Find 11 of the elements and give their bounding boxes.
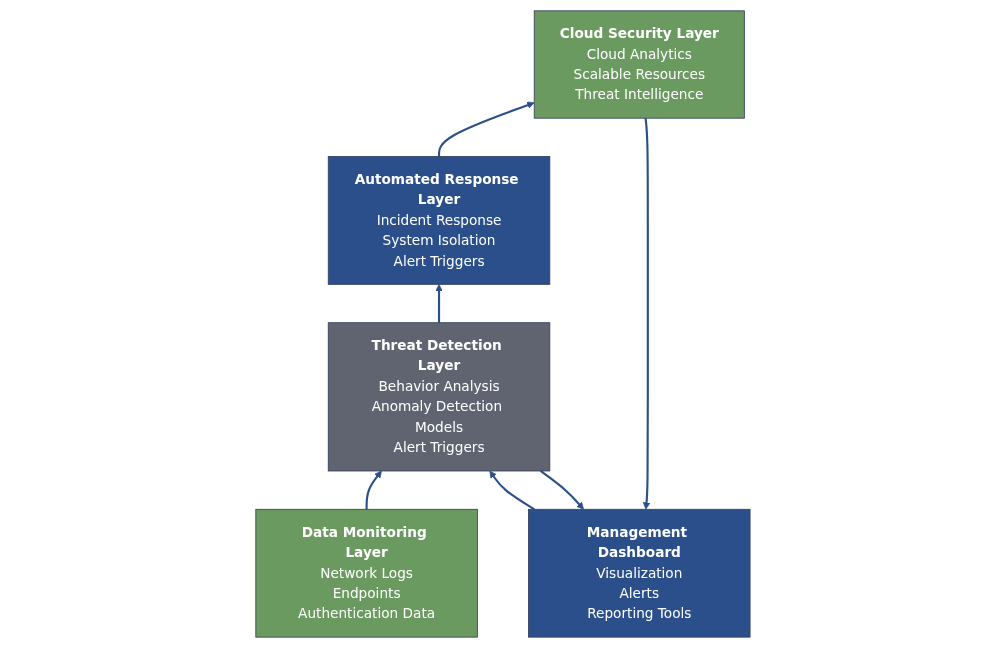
arrow xyxy=(434,284,443,323)
node-box: Management Dashboard Visualization Alerts Reporting Tools xyxy=(527,508,751,638)
node-box: Threat Detection Layer Behavior Analysis Anomaly Detection Models Alert Triggers xyxy=(327,322,550,472)
arrow xyxy=(437,101,535,157)
node-box: Cloud Security Layer Cloud Analytics Scalable Resources Threat Intelligence xyxy=(533,10,745,119)
arrow xyxy=(642,118,650,510)
node-box: Automated Response Layer Incident Response System Isolation Alert Triggers xyxy=(327,156,550,285)
arrow xyxy=(365,470,382,510)
arrow xyxy=(489,470,535,511)
arrow xyxy=(539,470,584,510)
node-box: Data Monitoring Layer Network Logs Endpoints Authentication Data xyxy=(254,508,478,638)
